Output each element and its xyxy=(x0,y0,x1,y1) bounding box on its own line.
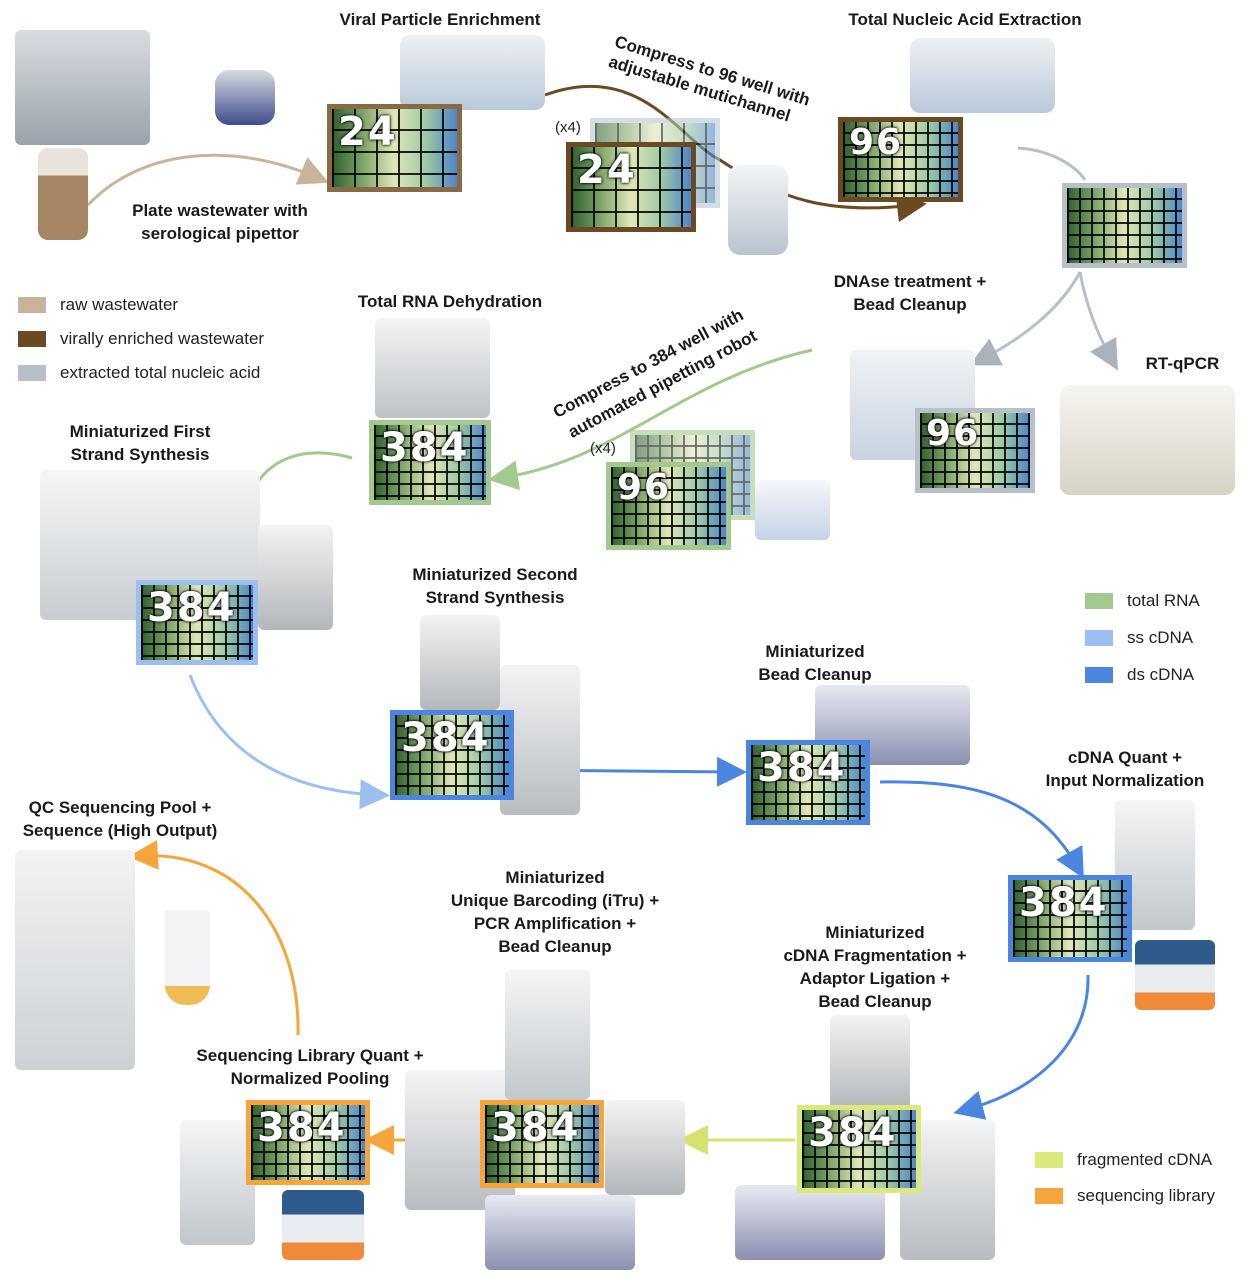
serological-pipettor xyxy=(215,70,275,125)
plate-384-first-strand: 384 xyxy=(136,580,258,665)
bluewasher-2 xyxy=(485,1195,635,1270)
plate-384-second-strand: 384 xyxy=(390,710,514,800)
kingfisher-machine-2 xyxy=(910,38,1055,113)
thermocycler-3 xyxy=(605,1100,685,1195)
legend-item: fragmented cDNA xyxy=(1035,1142,1215,1178)
arrow-ds-3 xyxy=(953,974,1090,1120)
legend-mid: total RNA ss cDNA ds cDNA xyxy=(1085,582,1200,693)
label-cdna-quant: cDNA Quant +Input Normalization xyxy=(1045,748,1205,790)
wastewater-bottle xyxy=(38,148,88,240)
plate-384-cdna-quant: 384 xyxy=(1008,875,1132,962)
plate-96-stack: 96 xyxy=(606,462,731,550)
fragment-analyzer-2 xyxy=(282,1190,364,1260)
plate-24-enriched: 24 xyxy=(327,104,462,192)
arrow-rna-compress xyxy=(488,348,813,491)
thermocycler-2 xyxy=(420,615,500,710)
legend-item: virally enriched wastewater xyxy=(18,322,264,356)
arrow-ds-2 xyxy=(879,780,1084,879)
arrow-raw xyxy=(86,153,330,207)
legend-item: ds cDNA xyxy=(1085,656,1200,693)
plate-24-stack: 24 xyxy=(566,142,696,232)
legend-item: extracted total nucleic acid xyxy=(18,356,264,390)
plate-384-barcoding: 384 xyxy=(480,1100,604,1188)
legend-item: raw wastewater xyxy=(18,288,264,322)
label-rtqpcr: RT-qPCR xyxy=(1145,354,1220,373)
legend-item: total RNA xyxy=(1085,582,1200,619)
arrow-nucleic-1 xyxy=(1017,146,1087,181)
speedvac-machine xyxy=(375,318,490,418)
rtqpcr-machine xyxy=(1060,385,1235,495)
plate-384-fragmentation: 384 xyxy=(797,1105,921,1193)
label-dnase: DNAse treatment +Bead Cleanup xyxy=(833,272,987,314)
plate-384-bead-cleanup: 384 xyxy=(746,740,870,825)
label-qc-seq: QC Sequencing Pool +Sequence (High Outpu… xyxy=(22,798,218,840)
legend-top: raw wastewater virally enriched wastewat… xyxy=(18,288,264,390)
plate-384-library-quant: 384 xyxy=(246,1100,370,1185)
x4-label-24: (x4) xyxy=(555,119,581,136)
fragment-analyzer-1 xyxy=(1135,940,1215,1010)
kingfisher-machine-1 xyxy=(400,35,545,110)
echo-robot xyxy=(755,480,830,540)
arrow-ss xyxy=(188,674,390,810)
label-viral-enrichment: Viral Particle Enrichment xyxy=(339,10,541,29)
x4-label-96: (x4) xyxy=(590,440,616,457)
legend-item: ss cDNA xyxy=(1085,619,1200,656)
arrow-nucleic-dnase xyxy=(969,271,1082,366)
label-library-quant: Sequencing Library Quant +Normalized Poo… xyxy=(196,1046,424,1088)
autosampler-machine xyxy=(15,30,150,145)
plate-reader-2 xyxy=(505,970,590,1100)
plate-96-extraction: 96 xyxy=(838,117,963,202)
sequencer-machine xyxy=(15,850,135,1070)
label-rna-dehydration: Total RNA Dehydration xyxy=(357,292,543,311)
thermocycler-1 xyxy=(258,525,333,630)
thermocycler-4 xyxy=(830,1015,910,1110)
multichannel-pipette xyxy=(728,165,788,255)
plate-reader-3 xyxy=(180,1120,255,1245)
legend-bottom: fragmented cDNA sequencing library xyxy=(1035,1142,1215,1214)
arrow-lib-2 xyxy=(128,839,300,1036)
plate-96-dnase: 96 xyxy=(915,408,1035,493)
plate-384-rna: 384 xyxy=(369,420,491,505)
label-nucleic-extraction: Total Nucleic Acid Extraction xyxy=(848,10,1082,29)
legend-item: sequencing library xyxy=(1035,1178,1215,1214)
plate-96-nucleic xyxy=(1062,183,1187,268)
bluewasher-3 xyxy=(735,1185,885,1260)
arrow-nucleic-rtqpcr xyxy=(1078,271,1118,371)
sequencing-tube xyxy=(165,910,210,1005)
